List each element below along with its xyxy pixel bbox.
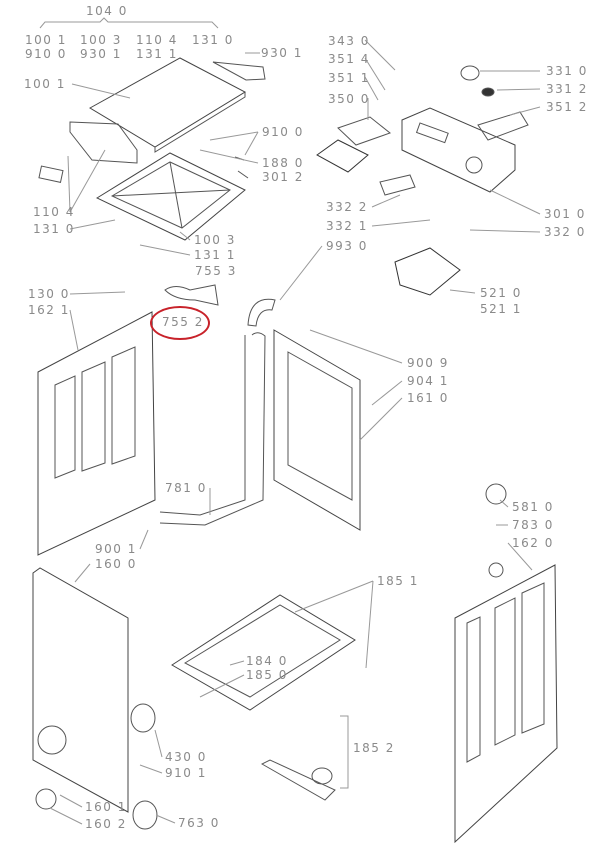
part-label-332-2[interactable]: 332 2 [326, 200, 368, 214]
kit-label[interactable]: 104 0 [86, 4, 128, 18]
part-label-160-2[interactable]: 160 2 [85, 817, 127, 831]
part-label-521-1[interactable]: 521 1 [480, 302, 522, 316]
part-label-332-1[interactable]: 332 1 [326, 219, 368, 233]
part-label-900-9[interactable]: 900 9 [407, 356, 449, 370]
back-panel-part [273, 329, 361, 531]
button-strip-part [379, 174, 416, 196]
knob-ring-part [481, 87, 495, 97]
control-panel-part [401, 107, 516, 193]
part-label-781-0[interactable]: 781 0 [165, 481, 207, 495]
part-label-160-1[interactable]: 160 1 [85, 800, 127, 814]
foot-kit-part [260, 759, 336, 801]
leader-lines [49, 39, 541, 825]
part-label-162-0[interactable]: 162 0 [512, 536, 554, 550]
part-label-160-0[interactable]: 160 0 [95, 557, 137, 571]
keypad-part [316, 139, 369, 173]
left-side-panel-part [37, 311, 156, 556]
main-pcb-part [394, 247, 461, 296]
part-label-993-0[interactable]: 993 0 [326, 239, 368, 253]
drum-pulley-part [485, 483, 507, 578]
kit-bracket [39, 17, 219, 29]
part-label-910-0[interactable]: 910 0 [262, 125, 304, 139]
part-label-162-1[interactable]: 162 1 [28, 303, 70, 317]
part-label-783-0[interactable]: 783 0 [512, 518, 554, 532]
part-label-185-0[interactable]: 185 0 [246, 668, 288, 682]
kit-member-label[interactable]: 131 0 [192, 33, 234, 47]
base-frame-part [171, 594, 356, 711]
part-label-188-0[interactable]: 188 0 [262, 156, 304, 170]
part-label-184-0[interactable]: 184 0 [246, 654, 288, 668]
selector-knob-part [460, 65, 480, 81]
pump-part [130, 703, 156, 733]
top-lid-part [89, 57, 247, 153]
filter-part [132, 800, 158, 830]
part-label-110-4[interactable]: 110 4 [33, 205, 75, 219]
kit-member-label[interactable]: 131 1 [136, 47, 178, 61]
part-label-763-0[interactable]: 763 0 [178, 816, 220, 830]
part-label-900-1[interactable]: 900 1 [95, 542, 137, 556]
panel-bracket-part [477, 111, 529, 141]
part-label-350-0[interactable]: 350 0 [328, 92, 370, 106]
hinge-strip-part [212, 61, 266, 81]
top-frame-part [95, 152, 246, 241]
part-label-910-1[interactable]: 910 1 [165, 766, 207, 780]
part-label-301-2[interactable]: 301 2 [262, 170, 304, 184]
part-label-351-4[interactable]: 351 4 [328, 52, 370, 66]
kit-member-label[interactable]: 910 0 [25, 47, 67, 61]
kit-member-label[interactable]: 110 4 [136, 33, 178, 47]
part-label-100-1[interactable]: 100 1 [24, 77, 66, 91]
drain-bend-part [247, 298, 276, 327]
part-label-351-2[interactable]: 351 2 [546, 100, 588, 114]
right-side-panel-part [454, 564, 558, 844]
display-board-part [337, 116, 392, 146]
kit-member-label[interactable]: 100 3 [80, 33, 122, 47]
front-trim-part [69, 121, 138, 164]
part-label-351-1[interactable]: 351 1 [328, 71, 370, 85]
filter-door-part [35, 788, 57, 810]
part-label-755-3[interactable]: 755 3 [195, 264, 237, 278]
highlight-ellipse [150, 306, 210, 340]
part-label-581-0[interactable]: 581 0 [512, 500, 554, 514]
kit-member-label[interactable]: 100 1 [25, 33, 67, 47]
part-label-130-0[interactable]: 130 0 [28, 287, 70, 301]
part-label-930-1[interactable]: 930 1 [261, 46, 303, 60]
part-label-185-2[interactable]: 185 2 [353, 741, 395, 755]
handle-part [38, 165, 64, 183]
part-label-904-1[interactable]: 904 1 [407, 374, 449, 388]
kit-member-label[interactable]: 930 1 [80, 47, 122, 61]
part-label-100-3[interactable]: 100 3 [194, 233, 236, 247]
part-label-131-1[interactable]: 131 1 [194, 248, 236, 262]
drain-hose-part [159, 332, 266, 526]
part-label-332-0[interactable]: 332 0 [544, 225, 586, 239]
part-label-161-0[interactable]: 161 0 [407, 391, 449, 405]
pressure-hose-part [164, 284, 219, 306]
part-label-430-0[interactable]: 430 0 [165, 750, 207, 764]
part-label-131-0[interactable]: 131 0 [33, 222, 75, 236]
part-label-331-2[interactable]: 331 2 [546, 82, 588, 96]
part-label-301-0[interactable]: 301 0 [544, 207, 586, 221]
front-panel-part [32, 567, 129, 813]
part-label-521-0[interactable]: 521 0 [480, 286, 522, 300]
part-label-343-0[interactable]: 343 0 [328, 34, 370, 48]
part-label-331-0[interactable]: 331 0 [546, 64, 588, 78]
part-label-185-1[interactable]: 185 1 [377, 574, 419, 588]
